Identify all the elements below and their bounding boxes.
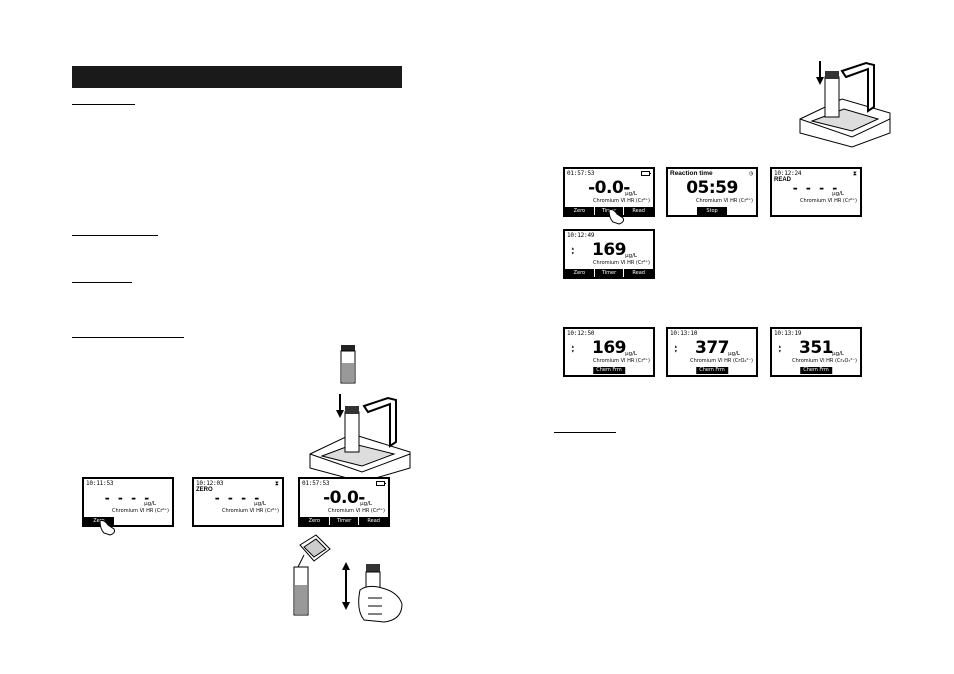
lcd-screen-zero-prompt: 10:11:53 - - - - µg/L Chromium VI HR (Cr… bbox=[82, 477, 174, 527]
lcd-screen-result-169: 10:12:49 ▴▾ 169 µg/L Chromium VI HR (Cr⁶… bbox=[563, 229, 655, 279]
lcd-unit: µg/L bbox=[360, 501, 372, 507]
lcd-value: - - - - bbox=[214, 491, 262, 505]
lcd-screen-chem-form-cro4: 10:13:10 ▴▾ 377 µg/L Chromium VI HR (CrO… bbox=[666, 327, 758, 377]
lcd-time: 10:12:24 bbox=[774, 170, 802, 177]
heading-underline-4 bbox=[72, 337, 184, 338]
lcd-method: Chromium VI HR (Cr⁶⁺) bbox=[593, 260, 650, 266]
softkey-read[interactable]: Read bbox=[359, 517, 388, 525]
lcd-method: Chromium VI HR (Cr⁶⁺) bbox=[328, 508, 385, 514]
lcd-value: -0.0- bbox=[323, 488, 365, 508]
softkey-bar: Zero bbox=[84, 517, 172, 525]
lcd-method: Chromium VI HR (Cr⁶⁺) bbox=[112, 508, 169, 514]
lcd-method: Chromium VI HR (Cr⁶⁺) bbox=[222, 508, 279, 514]
lcd-time: 01:57:53 bbox=[302, 480, 330, 487]
lcd-screen-chem-form-cr2o7: 10:13:19 ▴▾ 351 µg/L Chromium VI HR (Cr₂… bbox=[770, 327, 862, 377]
up-down-arrows-icon: ▴▾ bbox=[674, 343, 678, 355]
softkey-stop[interactable]: Stop bbox=[697, 207, 727, 215]
lcd-screen-zero-result: 01:57:53 -0.0- µg/L Chromium VI HR (Cr⁶⁺… bbox=[298, 477, 390, 527]
heading-underline-right bbox=[554, 432, 616, 433]
softkey-empty bbox=[115, 517, 172, 525]
softkey-bar: Zero Timer Read bbox=[565, 269, 653, 277]
lcd-screen-reaction-time: Reaction time ◷ 05:59 Chromium VI HR (Cr… bbox=[666, 167, 758, 217]
lcd-unit: µg/L bbox=[625, 351, 637, 357]
lcd-unit: µg/L bbox=[625, 253, 637, 259]
softkey-read[interactable]: Read bbox=[624, 207, 653, 215]
lcd-time: 10:12:50 bbox=[567, 330, 595, 337]
lcd-unit: µg/L bbox=[832, 351, 844, 357]
softkey-timer[interactable]: Timer bbox=[594, 269, 624, 277]
softkey-chem-form[interactable]: Chem Frm bbox=[593, 367, 625, 374]
lcd-time: 10:13:10 bbox=[670, 330, 698, 337]
lcd-time: 10:11:53 bbox=[86, 480, 114, 487]
softkey-chem-form[interactable]: Chem Frm bbox=[696, 367, 728, 374]
lcd-screen-zero-measuring: 10:12:03 ⧗ ZERO - - - - µg/L Chromium VI… bbox=[192, 477, 284, 527]
up-down-arrows-icon: ▴▾ bbox=[571, 245, 575, 257]
lcd-value: - - - - bbox=[104, 491, 152, 505]
lcd-method: Chromium VI HR (Cr₂O₇²⁻) bbox=[792, 358, 857, 364]
finger-press-icon bbox=[608, 209, 624, 225]
shake-cuvette-illustration bbox=[342, 562, 403, 623]
lcd-status: ZERO bbox=[196, 487, 213, 493]
lcd-time: 10:12:49 bbox=[567, 232, 595, 239]
finger-press-icon bbox=[99, 520, 115, 536]
section-header-bar bbox=[72, 66, 402, 88]
lcd-unit: µg/L bbox=[728, 351, 740, 357]
softkey-zero[interactable]: Zero bbox=[565, 269, 594, 277]
lcd-unit: µg/L bbox=[832, 191, 844, 197]
lcd-screen-chem-form-cr: 10:12:50 ▴▾ 169 µg/L Chromium VI HR (Cr⁶… bbox=[563, 327, 655, 377]
lcd-value: 169 bbox=[592, 240, 627, 260]
up-down-arrows-icon: ▴▾ bbox=[778, 343, 782, 355]
lcd-header: Reaction time bbox=[670, 170, 713, 177]
heading-underline-3 bbox=[72, 282, 132, 283]
hourglass-icon: ⧗ bbox=[274, 480, 279, 487]
lcd-value: 05:59 bbox=[686, 178, 738, 198]
softkey-zero[interactable]: Zero bbox=[300, 517, 329, 525]
lcd-value: 351 bbox=[799, 338, 834, 358]
lcd-time: 10:12:03 bbox=[196, 480, 224, 487]
lcd-unit: µg/L bbox=[254, 501, 266, 507]
battery-icon bbox=[376, 481, 386, 486]
lcd-method: Chromium VI HR (Cr⁶⁺) bbox=[593, 198, 650, 204]
softkey-timer[interactable]: Timer bbox=[329, 517, 359, 525]
lcd-value: 377 bbox=[695, 338, 730, 358]
lcd-method: Chromium VI HR (CrO₄²⁻) bbox=[690, 358, 753, 364]
heading-underline-1 bbox=[72, 104, 135, 105]
lcd-value: - - - - bbox=[792, 181, 840, 195]
softkey-chem-form[interactable]: Chem Frm bbox=[800, 367, 832, 374]
hourglass-icon: ⧗ bbox=[852, 170, 857, 177]
reagent-packet-illustration bbox=[293, 534, 331, 616]
softkey-read[interactable]: Read bbox=[624, 269, 653, 277]
lcd-unit: µg/L bbox=[625, 191, 637, 197]
lcd-unit: µg/L bbox=[144, 501, 156, 507]
clock-icon: ◷ bbox=[749, 170, 753, 177]
cuvette-illustration bbox=[340, 345, 356, 384]
softkey-zero[interactable]: Zero bbox=[565, 207, 594, 215]
lcd-time: 10:13:19 bbox=[774, 330, 802, 337]
lcd-status: READ bbox=[774, 177, 792, 183]
heading-underline-2 bbox=[72, 235, 158, 236]
lcd-value: -0.0- bbox=[588, 178, 630, 198]
lcd-method: Chromium VI HR (Cr⁶⁺) bbox=[800, 198, 857, 204]
battery-icon bbox=[641, 171, 651, 176]
lcd-method: Chromium VI HR (Cr⁶⁺) bbox=[696, 198, 753, 204]
lcd-value: 169 bbox=[592, 338, 627, 358]
softkey-zero[interactable]: Zero bbox=[84, 517, 114, 525]
lcd-screen-read-measuring: 10:12:24 ⧗ READ - - - - µg/L Chromium VI… bbox=[770, 167, 862, 217]
softkey-bar: Zero Timer Read bbox=[300, 517, 388, 525]
lcd-time: 01:57:53 bbox=[567, 170, 595, 177]
up-down-arrows-icon: ▴▾ bbox=[571, 343, 575, 355]
meter-insert-illustration-right bbox=[799, 61, 891, 148]
meter-insert-illustration bbox=[309, 394, 411, 483]
lcd-method: Chromium VI HR (Cr⁶⁺) bbox=[593, 358, 650, 364]
